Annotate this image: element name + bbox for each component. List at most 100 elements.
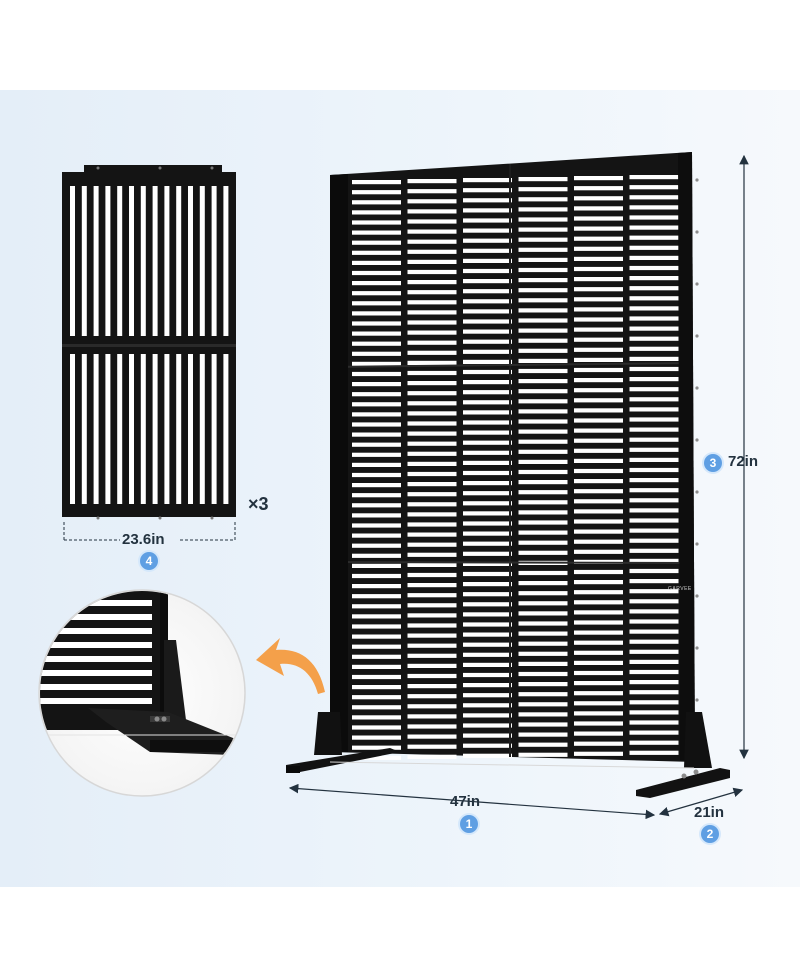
assembled-screen (286, 152, 730, 798)
screen-slot (574, 549, 623, 554)
screen-slot (352, 321, 401, 326)
screen-slot (518, 247, 568, 252)
screen-slot (629, 538, 679, 543)
panel-slot (223, 354, 229, 504)
screen-slot (574, 751, 623, 756)
screen-slot (629, 427, 679, 432)
panel-slot (81, 354, 87, 504)
screen-slot (574, 650, 623, 655)
screen-slot (407, 340, 457, 345)
screen-slot (407, 694, 457, 699)
screen-slot (463, 380, 512, 385)
screen-slot (463, 248, 512, 253)
screen-slot (629, 740, 679, 745)
screen-slot (463, 268, 512, 274)
depth-badge: 2 (701, 825, 719, 843)
screen-slot (407, 401, 457, 406)
screen-slot (574, 388, 623, 393)
screen-slot (463, 349, 512, 354)
screen-slot (518, 712, 568, 717)
screen-slot (574, 266, 623, 272)
screen-slot (574, 660, 623, 666)
rivet (695, 438, 699, 442)
screen-slot (463, 400, 512, 405)
screen-slot (463, 339, 512, 344)
width-badge: 1 (460, 815, 478, 833)
screen-slot (352, 432, 401, 437)
screen-slot (352, 695, 401, 700)
screen-slot (629, 205, 679, 210)
screen-slot (574, 287, 623, 292)
screen-slot (463, 208, 512, 213)
screen-slot (352, 422, 401, 427)
screen-slot (629, 366, 679, 372)
screen-slot (518, 722, 568, 727)
panel-slot (176, 354, 182, 504)
screen-slot (407, 219, 457, 224)
screen-slot (463, 319, 512, 324)
zoom-slot (40, 670, 152, 676)
screen-slot (352, 523, 401, 528)
screen-slot (574, 428, 623, 433)
panel-slot (117, 186, 123, 336)
zoom-slot (40, 642, 152, 648)
panel-slot (176, 186, 182, 336)
screen-slot (407, 502, 457, 507)
panel-slot (199, 186, 205, 336)
depth-value: 21in (694, 804, 725, 821)
screen-slot (407, 673, 457, 679)
screen-slot (574, 226, 623, 231)
screen-slot (518, 399, 568, 404)
screen-slot (629, 235, 679, 240)
screen-slot (574, 246, 623, 251)
screen-slot (518, 197, 568, 202)
screen-slot (407, 421, 457, 426)
screen-slot (463, 410, 512, 415)
screen-slot (463, 369, 512, 375)
screen-slot (518, 257, 568, 263)
screen-slot (352, 442, 401, 447)
screen-slot (407, 300, 457, 305)
screen-slot (518, 267, 568, 273)
screen-slot (463, 521, 512, 526)
panel-slot (129, 186, 134, 336)
screen-slot (629, 437, 679, 442)
screen-slot (407, 320, 457, 325)
screen-slot (574, 731, 623, 736)
screen-slot (352, 351, 401, 356)
screen-slot (407, 229, 457, 234)
screen-slot (352, 220, 401, 225)
screen-slot (574, 610, 623, 615)
screen-slot (574, 357, 623, 363)
screen-slot (518, 459, 568, 465)
screen-slot (629, 690, 679, 695)
screen-slot (574, 701, 623, 706)
screen-slot (574, 206, 623, 211)
panel-slot (93, 186, 99, 336)
width-value: 47in (450, 793, 481, 810)
screen-slot (463, 622, 512, 627)
screen-slot (629, 397, 679, 402)
screen-slot (463, 450, 512, 455)
screen-slot (518, 621, 568, 626)
screen-slot (629, 659, 679, 665)
screen-slot (463, 238, 512, 243)
screen-slot (518, 671, 568, 677)
screen-slot (518, 207, 568, 212)
screen-slot (407, 583, 457, 588)
screen-slot (352, 472, 401, 478)
screen-slot (574, 277, 623, 282)
panel-slot (140, 186, 146, 336)
screen-slot (518, 288, 568, 293)
screen-slot (463, 258, 512, 264)
screen-slot (463, 501, 512, 506)
screen-slot (574, 196, 623, 201)
screen-slot (574, 489, 623, 494)
screen-slot (352, 644, 401, 649)
screen-slot (629, 185, 679, 190)
screen-slot (518, 631, 568, 636)
screen-slot (407, 179, 457, 184)
screen-slot (407, 310, 457, 315)
screen-slot (463, 703, 512, 708)
